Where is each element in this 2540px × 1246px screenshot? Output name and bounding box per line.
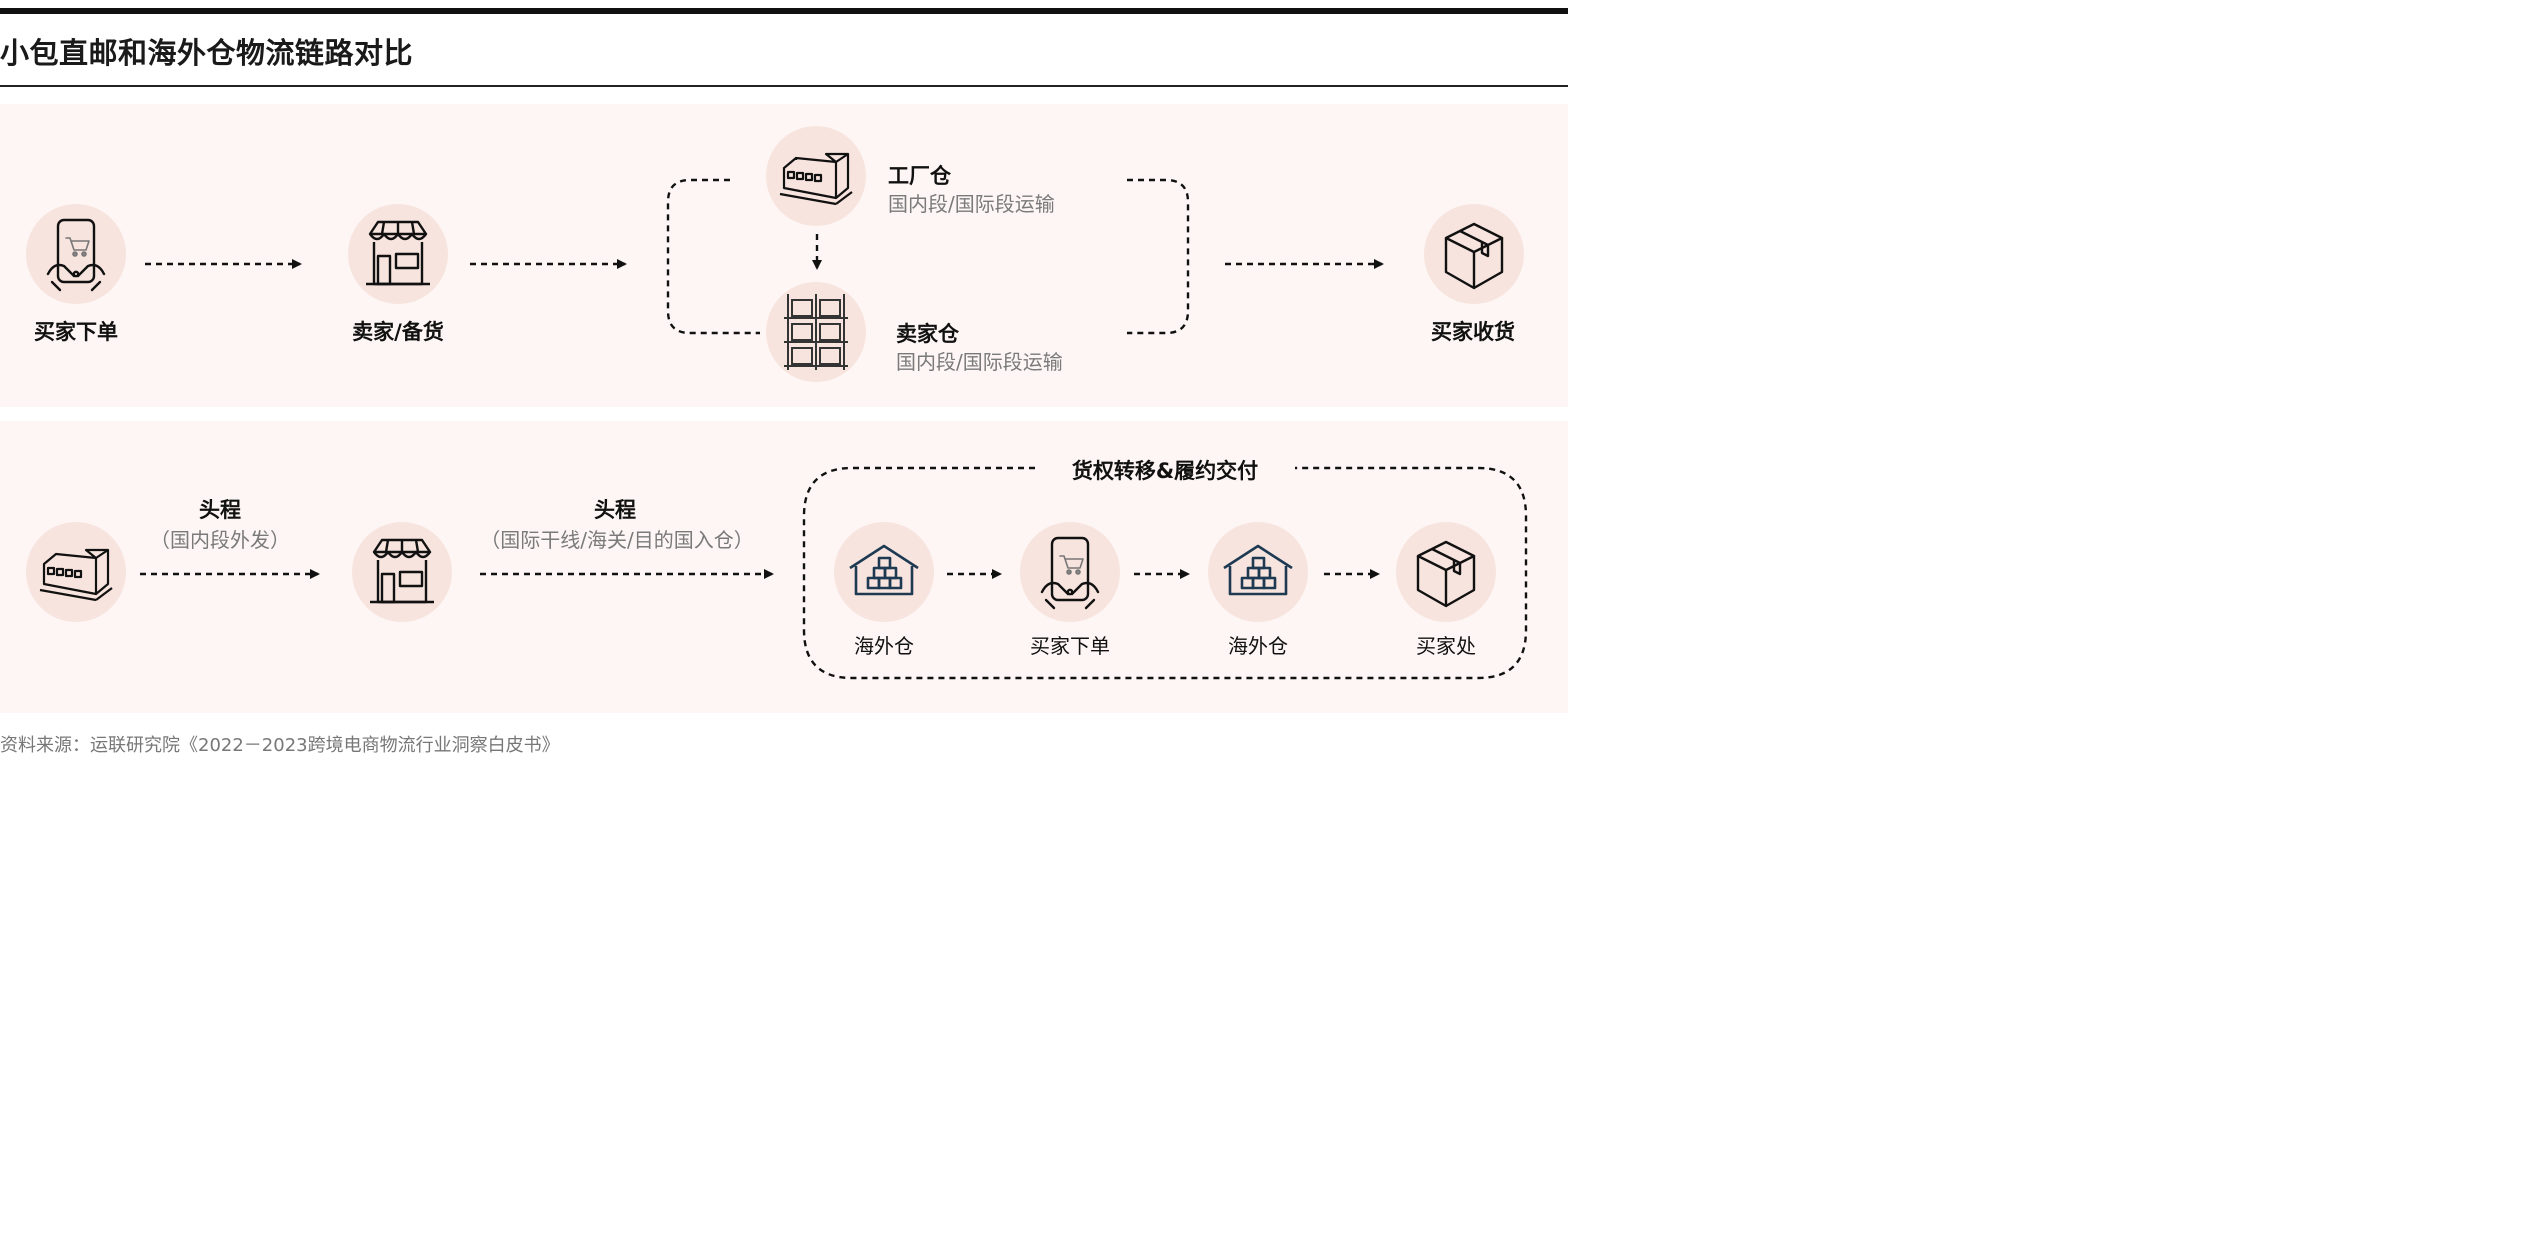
leg1-desc: （国内段外发）: [150, 528, 290, 552]
phone-cart-icon: [1040, 536, 1100, 610]
storefront-icon: [366, 220, 430, 286]
step-label-2: 买家下单: [1030, 634, 1110, 658]
buyer-order-node-2: [1020, 522, 1120, 622]
shelving-icon: [784, 294, 848, 370]
step-label-1: 海外仓: [854, 634, 914, 658]
box-icon: [1444, 222, 1504, 290]
source-note: 资料来源：运联研究院《2022－2023跨境电商物流行业洞察白皮书》: [0, 735, 560, 756]
overseas-warehouse-node-2: [1208, 522, 1308, 622]
overseas-warehouse-node-1: [834, 522, 934, 622]
buyer-location-node: [1396, 522, 1496, 622]
page-title: 小包直邮和海外仓物流链路对比: [0, 36, 414, 70]
seller-store-node: [352, 522, 452, 622]
buyer-order-label: 买家下单: [34, 320, 118, 344]
leg1-name: 头程: [199, 498, 241, 522]
title-rule: [0, 85, 1568, 87]
leg2-name: 头程: [594, 498, 636, 522]
house-warehouse-icon: [849, 544, 919, 596]
connector-lines: [140, 178, 1528, 680]
seller-warehouse-label: 卖家仓: [896, 322, 959, 346]
house-warehouse-icon: [1223, 544, 1293, 596]
seller-stock-label: 卖家/备货: [352, 320, 444, 344]
origin-warehouse-node: [26, 522, 126, 622]
seller-stock-node: [348, 204, 448, 304]
step-label-3: 海外仓: [1228, 634, 1288, 658]
warehouse-building-icon: [39, 548, 113, 602]
buyer-receive-label: 买家收货: [1431, 320, 1515, 344]
step-label-4: 买家处: [1416, 634, 1476, 658]
buyer-order-node: [26, 204, 126, 304]
top-bar: [0, 8, 1568, 14]
buyer-receive-node: [1424, 204, 1524, 304]
seller-warehouse-desc: 国内段/国际段运输: [896, 350, 1063, 374]
box-icon: [1416, 540, 1476, 608]
factory-warehouse-node: [766, 126, 866, 226]
seller-warehouse-node: [766, 282, 866, 382]
factory-warehouse-label: 工厂仓: [888, 164, 951, 188]
leg2-desc: （国际干线/海关/目的国入仓）: [480, 528, 754, 552]
group-title: 货权转移&履约交付: [1071, 459, 1259, 483]
warehouse-building-icon: [779, 152, 853, 206]
storefront-icon: [370, 538, 434, 604]
phone-cart-icon: [46, 218, 106, 292]
factory-warehouse-desc: 国内段/国际段运输: [888, 192, 1055, 216]
